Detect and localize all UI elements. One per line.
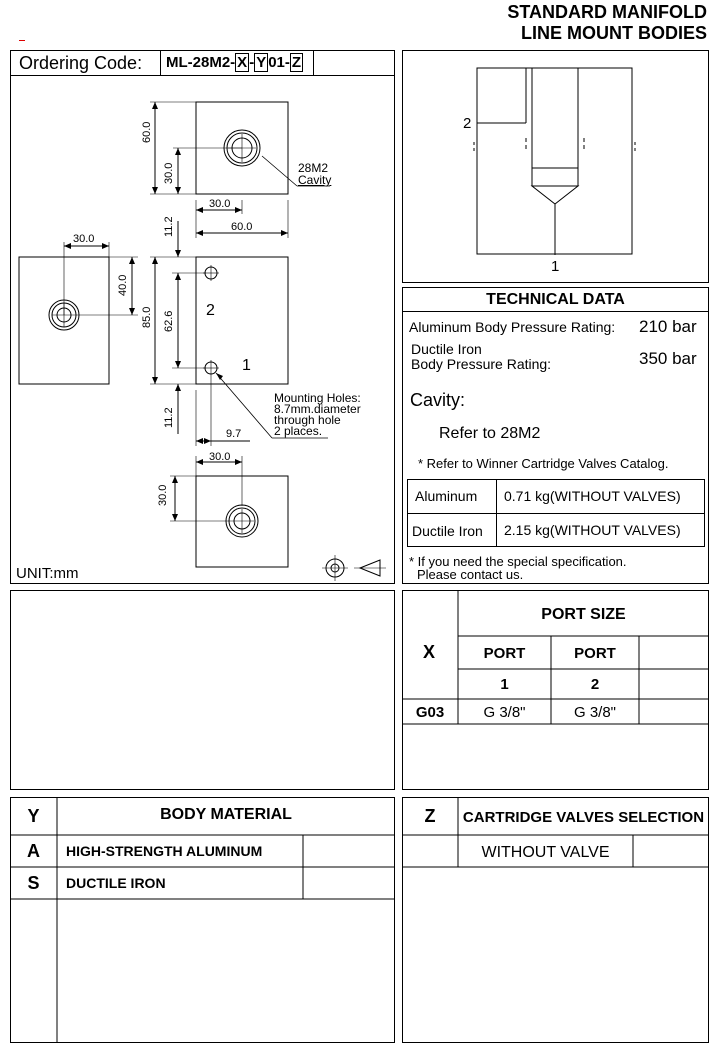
port-size-panel [402, 590, 709, 790]
weight-table: Aluminum 0.71 kg(WITHOUT VALVES) Ductile… [407, 479, 705, 547]
ordering-mid: 01- [268, 54, 290, 71]
dim-label-11-2-bottom: 11.2 [163, 407, 175, 428]
title-line-1: STANDARD MANIFOLD [507, 2, 707, 22]
ordering-dash: - [249, 54, 255, 71]
body-row-a-code: A [27, 841, 40, 861]
middle-view-outline [195, 256, 289, 385]
ordering-label: Ordering Code: [19, 53, 143, 73]
weight-col-divider [496, 480, 497, 546]
cavity-label-line-2: Cavity [298, 173, 332, 187]
cavity-label: 28M2 Cavity [298, 162, 331, 186]
dim-label-9-7: 9.7 [226, 428, 242, 440]
ordering-prefix: ML-28M2- [166, 54, 236, 71]
mounting-note-line-4: 2 places. [274, 424, 323, 438]
ductile-rating-label-line-2: Body Pressure Rating: [411, 356, 552, 372]
dim-label-40-vertical: 40.0 [117, 274, 129, 296]
red-mark [19, 40, 25, 41]
port-1-label: 1 [242, 357, 251, 374]
dim-label-30-horizontal-left: 30.0 [73, 233, 95, 245]
body-row-s-code: S [27, 873, 40, 893]
ordering-end-divider [313, 50, 314, 76]
port-table-col2-number: 2 [590, 676, 600, 693]
port-table-title: PORT SIZE [541, 606, 626, 623]
dim-label-62-6-vertical: 62.6 [163, 310, 175, 332]
special-note-line-1: * If you need the special specification. [409, 554, 627, 569]
cavity-reference: Refer to 28M2 [439, 425, 541, 442]
valve-table-z-header: Z [424, 806, 436, 826]
ordering-divider [160, 50, 161, 76]
ordering-x-box: X [235, 53, 250, 72]
mounting-note-line-2: 8.7mm.diameter [274, 402, 361, 416]
technical-title: TECHNICAL DATA [402, 287, 709, 312]
valve-table-title: CARTRIDGE VALVES SELECTION [462, 809, 705, 826]
catalog-note: * Refer to Winner Cartridge Valves Catal… [418, 456, 669, 471]
ductile-rating-label-line-1: Ductile Iron [411, 341, 482, 357]
section-panel [402, 50, 709, 283]
dim-label-85-vertical: 85.0 [141, 306, 153, 328]
port-table-row-port1: G 3/8" [483, 704, 526, 721]
cavity-label-line-1: 28M2 [298, 161, 329, 175]
section-port-1-label: 1 [551, 258, 560, 275]
weight-row-divider [408, 513, 704, 514]
port-table-row-code: G03 [415, 704, 445, 721]
dim-label-30-vertical-bottom: 30.0 [157, 484, 169, 506]
mounting-note: Mounting Holes: 8.7mm.diameter through h… [274, 391, 361, 438]
special-note-line-2: Please contact us. [417, 567, 524, 582]
mounting-note-line-3: through hole [274, 413, 341, 427]
port-size-grid [402, 590, 709, 725]
ordering-z-box: Z [289, 53, 304, 72]
drawing-panel [10, 50, 395, 584]
port-table-col2: PORT [574, 645, 616, 662]
dim-label-30-horizontal-top: 30.0 [209, 198, 231, 210]
aluminum-rating-label: Aluminum Body Pressure Rating: [409, 319, 616, 335]
dim-label-60-vertical: 60.0 [141, 121, 153, 143]
ductile-rating-label: Ductile Iron Body Pressure Rating: [411, 342, 551, 372]
dim-label-11-2-top: 11.2 [163, 216, 175, 237]
valve-selection-grid [402, 797, 709, 868]
dim-label-30-vertical-top: 30.0 [163, 162, 175, 184]
aluminum-rating-value: 210 bar [639, 317, 697, 336]
title-line-2: LINE MOUNT BODIES [520, 23, 707, 43]
port-table-col1: PORT [483, 645, 526, 662]
unit-label: UNIT:mm [16, 565, 79, 582]
special-note: * If you need the special specification.… [409, 555, 627, 581]
ordering-y-box: Y [254, 53, 269, 72]
section-drawing [473, 67, 636, 255]
port-table-x-header: X [423, 642, 436, 662]
weight-material-ductile: Ductile Iron [412, 523, 483, 539]
body-material-grid [10, 797, 395, 1043]
weight-value-aluminum: 0.71 kg(WITHOUT VALVES) [504, 488, 681, 504]
body-row-a-name: HIGH-STRENGTH ALUMINUM [66, 843, 263, 859]
valve-selection-panel [402, 797, 709, 1043]
body-table-title: BODY MATERIAL [160, 806, 292, 823]
body-row-s-name: DUCTILE IRON [66, 875, 166, 891]
dim-label-30-horizontal-bottom: 30.0 [209, 451, 231, 463]
valve-row-name: WITHOUT VALVE [481, 844, 610, 861]
weight-value-ductile: 2.15 kg(WITHOUT VALVES) [504, 522, 681, 538]
cavity-heading: Cavity: [410, 390, 466, 410]
page-title: STANDARD MANIFOLD LINE MOUNT BODIES [507, 2, 707, 44]
dim-label-60-horizontal: 60.0 [231, 221, 253, 233]
port-2-label: 2 [206, 302, 215, 319]
weight-material-aluminum: Aluminum [415, 488, 478, 504]
body-table-y-header: Y [27, 806, 40, 826]
port-table-col1-number: 1 [500, 676, 509, 693]
blank-panel [10, 590, 395, 790]
mounting-note-line-1: Mounting Holes: [274, 391, 361, 405]
ductile-rating-value: 350 bar [639, 349, 697, 368]
manifold-drawing [18, 101, 386, 581]
body-material-panel [10, 797, 395, 1043]
technical-panel [402, 287, 709, 584]
port-table-row-port2: G 3/8" [573, 704, 616, 721]
section-port-2-label: 2 [463, 115, 472, 132]
